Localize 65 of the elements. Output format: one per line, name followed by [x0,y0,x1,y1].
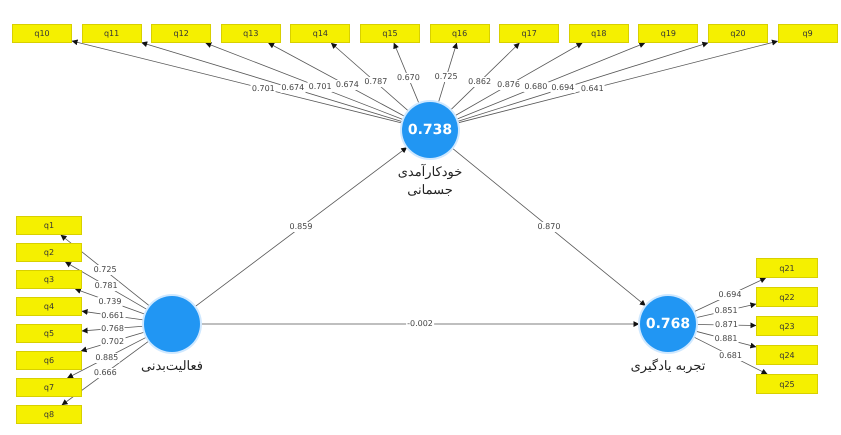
edge-label: 0.701 [250,84,276,94]
construct-name: خودکارآمدی جسمانی [396,164,464,200]
edge-label: 0.674 [334,80,360,90]
edge-label: 0.661 [100,310,126,321]
construct-name: فعالیت‌بدنی [140,358,204,376]
indicator-box: q16 [430,24,490,43]
indicator-box: q15 [360,24,420,43]
edge-label: 0.781 [94,280,119,291]
construct-value: 0.768 [646,316,690,332]
indicator-box: q24 [756,345,818,365]
construct-value: 0.738 [408,122,452,138]
arrow [200,321,640,327]
indicator-box: q13 [220,24,281,43]
arrow [452,148,646,306]
edge-label: 0.694 [718,290,742,300]
indicator-box: q8 [16,405,82,424]
edge-label: 0.885 [94,352,120,363]
edge-label: 0.725 [434,72,459,82]
edge-label: 0.674 [280,83,306,94]
indicator-box: q12 [151,24,212,43]
edge-label: 0.870 [536,222,562,232]
edge-label: 0.876 [496,80,521,90]
arrow [141,41,403,122]
indicator-box: q11 [82,24,142,43]
edge-label: 0.851 [714,306,739,316]
edge-label: 0.739 [98,296,122,307]
edge-label: 0.881 [714,334,738,344]
indicator-box: q17 [499,24,560,43]
edge-label: 0.641 [580,84,605,94]
edge-label: 0.666 [92,368,118,378]
indicator-box: q4 [16,297,82,316]
indicator-box: q6 [16,351,82,370]
edge-label: 0.859 [288,222,314,232]
indicator-box: q25 [756,374,818,394]
construct-name: تجربه یادگیری [630,358,706,376]
indicator-box: q14 [290,24,350,43]
edge-label: 0.787 [363,77,388,88]
edge-label: 0.680 [523,82,548,92]
edge-label: 0.701 [308,82,333,92]
indicator-box: q10 [12,24,72,43]
indicator-box: q5 [16,324,82,343]
arrow [194,147,408,307]
indicator-box: q18 [568,24,629,43]
indicator-box: q22 [756,287,818,307]
edge-label: 0.681 [718,350,743,361]
indicator-box: q19 [638,24,698,43]
indicator-box: q9 [778,24,838,43]
arrow [457,42,708,122]
indicator-box: q21 [756,258,818,278]
indicator-box: q2 [16,243,82,262]
edge-label: 0.694 [550,83,576,94]
edge-label: 0.862 [467,76,492,87]
indicator-box: q3 [16,270,82,289]
edge-label: 0.768 [100,324,125,334]
edge-label: 0.725 [92,265,118,276]
indicator-box: q1 [16,216,82,235]
edge-label: -0.002 [406,319,434,329]
edge-label: 0.871 [714,320,739,330]
indicator-box: q23 [756,316,818,336]
indicator-box: q20 [708,24,768,43]
arrow [458,40,778,124]
edge-label: 0.702 [100,336,126,347]
arrow [72,39,402,124]
edge-label: 0.670 [396,72,421,83]
indicator-box: q7 [16,378,82,397]
